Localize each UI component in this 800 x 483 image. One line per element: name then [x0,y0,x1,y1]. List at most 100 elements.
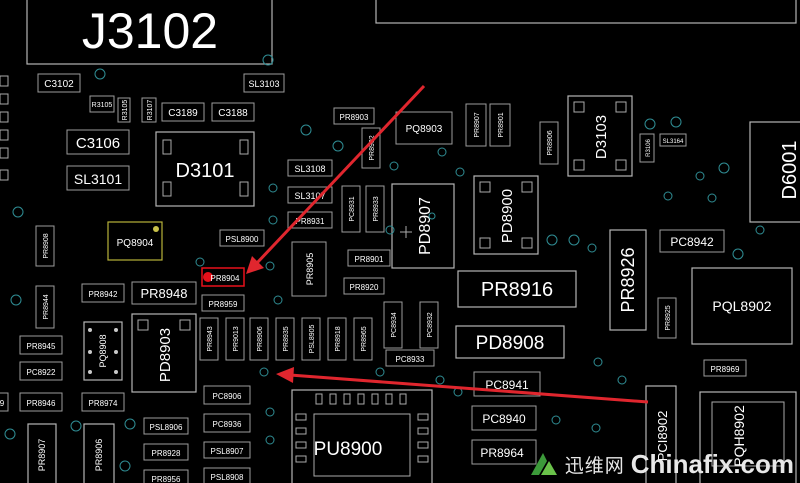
pd8900-outline [473,175,539,255]
pr8916-outline [457,270,577,308]
label-pr8956: PR8956 [152,475,181,483]
chinafix-logo-icon [530,453,557,475]
d3103-outline [567,95,633,177]
label-pql8902: PQL8902 [712,298,771,314]
label-edge-9: 9 [0,399,5,408]
arrows [246,84,649,404]
pql8902-outline [691,267,793,345]
label-pr8965: PR8965 [361,326,368,351]
label-psl8908: PSL8908 [211,473,244,482]
top-right-outline [375,0,797,24]
label-c3106: C3106 [76,135,120,152]
label-pd8903: PD8903 [157,328,174,382]
label-psl8906: PSL8906 [150,423,183,432]
label-pc8931: PC8931 [349,196,356,221]
pd8908-outline [455,325,565,359]
label-pqh8902: PQH8902 [731,405,747,467]
pr8926-outline [609,229,647,331]
label-pc8934: PC8934 [391,312,398,337]
label-c3188: C3188 [218,108,248,119]
label-d6001: D6001 [779,141,800,200]
label-pr8944: PR8944 [43,294,50,319]
label-r3107: R3107 [147,100,154,121]
label-pr8901: PR8901 [498,112,505,137]
label-sl3164: SL3164 [663,139,684,145]
label-pr8901-b: PR8901 [355,255,384,264]
label-psl8905: PSL8905 [309,324,316,353]
label-pr8903: PR8903 [340,113,369,122]
label-pd8900: PD8900 [499,189,516,243]
j3102-outline [26,0,273,65]
label-pr9013: PR9013 [233,326,240,351]
vias [4,54,765,472]
pq8904-outline [107,221,163,261]
label-pc8942: PC8942 [670,235,714,249]
label-pr8916: PR8916 [481,279,553,301]
label-sl3107: SL3107 [294,191,325,201]
label-pr8908: PR8908 [43,233,50,258]
pd8903-outline [131,313,197,393]
pr8907b-outline [27,423,57,483]
label-pci8902: PCI8902 [655,411,670,462]
label-pr8902: PR8902 [369,135,376,160]
pr8904-highlight [201,267,245,287]
label-pd8907: PD8907 [417,197,434,255]
label-pr8964: PR8964 [480,446,524,460]
label-pr8959: PR8959 [209,300,238,309]
label-pr8926: PR8926 [618,247,638,312]
label-d3101: D3101 [176,160,235,182]
label-c3102: C3102 [44,79,74,90]
label-pr8933: PR8933 [373,196,380,221]
pu8900-outline [291,389,433,483]
label-r3106: R3106 [646,139,652,157]
label-j3102: J3102 [82,3,218,59]
label-r3105: R3105 [92,102,113,109]
label-pr8946: PR8946 [27,399,56,408]
label-pr8948: PR8948 [141,286,188,301]
pci8902-outline [645,385,677,483]
watermark-cn: 迅维网 [564,454,625,477]
pqh8902-outline [699,391,797,483]
label-pr8931: PR8931 [296,217,325,226]
label-pr8974: PR8974 [89,399,118,408]
label-pr8906-c: PR8906 [94,439,104,472]
label-pr8942: PR8942 [89,290,118,299]
label-psl8900: PSL8900 [226,235,259,244]
label-pr8918: PR8918 [335,326,342,351]
label-sl3108: SL3108 [294,164,325,174]
label-pr8935: PR8935 [283,326,290,351]
label-pd8908: PD8908 [476,333,545,354]
label-pr8906-b: PR8906 [257,326,264,351]
label-pq8908: PQ8908 [98,334,108,367]
label-pr8904: PR8904 [211,274,240,283]
label-sl3101: SL3101 [74,171,122,187]
label-r3105b: R3105 [122,100,129,121]
d6001-outline [749,121,800,223]
label-pr8969: PR8969 [711,365,740,374]
label-psl8907: PSL8907 [211,447,244,456]
label-pr8943: PR8943 [207,326,214,351]
label-pc8936: PC8936 [213,420,242,429]
label-pr8920: PR8920 [350,283,379,292]
label-pr8907: PR8907 [474,112,481,137]
label-pq8904: PQ8904 [117,238,154,249]
label-pr8928: PR8928 [152,449,181,458]
label-pr8906: PR8906 [547,130,554,155]
watermark-en: Chinafix.com [630,448,794,479]
label-pc8933: PC8933 [396,355,425,364]
label-pu8900: PU8900 [314,439,383,460]
label-pc8940: PC8940 [482,412,526,426]
label-pc8906: PC8906 [213,392,242,401]
label-pq8903: PQ8903 [406,124,443,135]
label-pc8922: PC8922 [27,368,56,377]
label-pr8905: PR8905 [305,253,315,286]
label-pc8932: PC8932 [427,312,434,337]
watermark: 迅维网 Chinafix.com [529,449,794,479]
label-d3103: D3103 [593,115,610,159]
label-pc8941: PC8941 [485,378,529,392]
label-sl3103: SL3103 [248,79,279,89]
label-pr8907-b: PR8907 [37,439,47,472]
label-pr8945: PR8945 [27,342,56,351]
label-pr8925: PR8925 [665,305,672,330]
